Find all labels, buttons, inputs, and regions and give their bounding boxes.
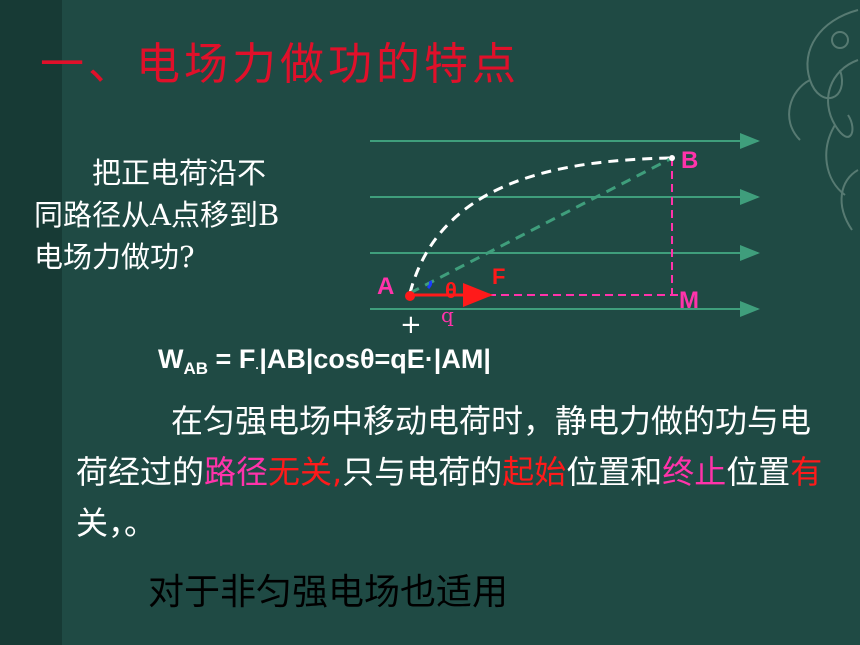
para-text-1: 在匀强电场中移动电荷时，静电力做的功与电荷经过的 xyxy=(76,402,812,491)
question-line-2: 同路径从A点移到B xyxy=(34,198,280,232)
footer-note: 对于非匀强电场也适用 xyxy=(148,572,509,613)
point-B-dot xyxy=(669,155,675,161)
label-plus: + xyxy=(400,310,422,340)
slide-title: 一、电场力做功的特点 xyxy=(40,39,520,90)
left-stripe xyxy=(0,0,62,645)
formula-subscript: AB xyxy=(183,359,209,378)
emphasis-unrelated: 无关, xyxy=(268,453,343,491)
conclusion-paragraph: 在匀强电场中移动电荷时，静电力做的功与电荷经过的路径无关,只与电荷的起始位置和终… xyxy=(76,396,836,549)
para-text-2: 只与电荷的 xyxy=(342,453,503,491)
para-text-3: 位置和 xyxy=(566,453,663,491)
label-M: M xyxy=(679,287,699,314)
formula-rest: |AB|cosθ=qE·|AM| xyxy=(259,344,491,374)
emphasis-related: 有 xyxy=(790,453,823,491)
question-line-3: 电场力做功? xyxy=(34,240,195,274)
work-formula: WAB = F·|AB|cosθ=qE·|AM| xyxy=(158,344,491,379)
label-theta: θ xyxy=(445,278,457,303)
para-text-5: 关，。 xyxy=(76,504,157,542)
label-B: B xyxy=(681,147,698,174)
label-A: A xyxy=(377,273,394,300)
question-line-1: 把正电荷沿不 xyxy=(92,156,267,190)
formula-w: W xyxy=(158,344,184,374)
straight-path-AB xyxy=(409,156,673,295)
emphasis-end: 终止 xyxy=(662,453,727,491)
formula-eq: = F xyxy=(208,344,256,374)
floral-ornament-icon xyxy=(788,9,859,231)
curved-path xyxy=(408,156,673,294)
emphasis-path: 路径 xyxy=(204,453,269,491)
label-F: F xyxy=(492,264,505,289)
label-q: q xyxy=(441,303,454,327)
formula-dot: · xyxy=(255,361,260,375)
question-text: 把正电荷沿不 同路径从A点移到B 电场力做功? xyxy=(34,152,354,278)
charge-dot xyxy=(405,291,415,301)
angle-arc xyxy=(426,280,433,290)
para-text-4: 位置 xyxy=(726,453,791,491)
emphasis-start: 起始 xyxy=(502,453,567,491)
